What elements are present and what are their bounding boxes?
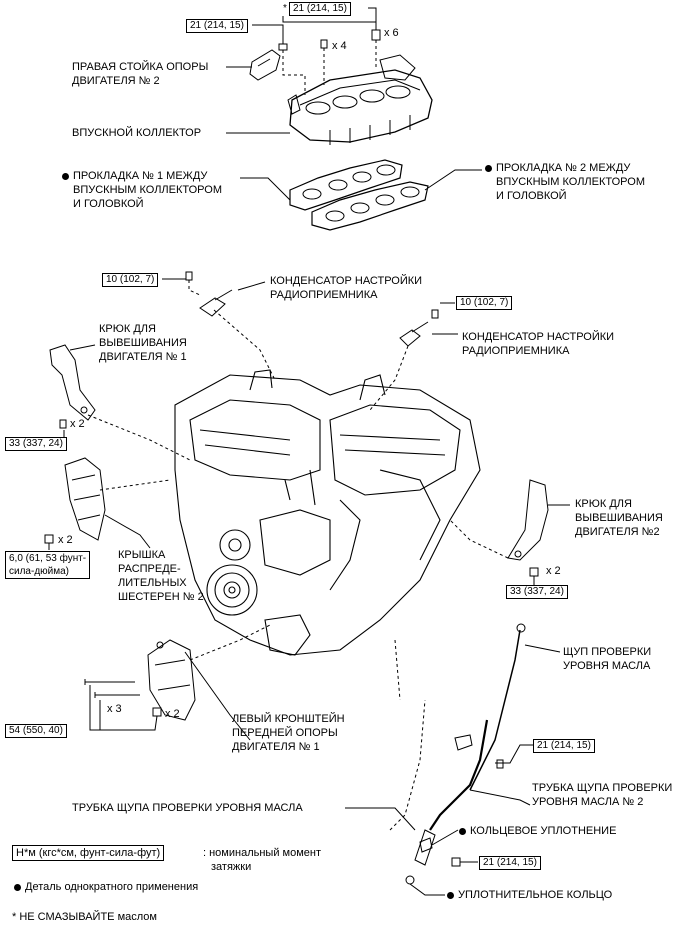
label-dipstick-tube-2-line1: ТРУБКА ЩУПА ПРОВЕРКИ (532, 782, 673, 794)
label-hook-2-line1: КРЮК ДЛЯ (575, 498, 632, 510)
label-timing-cover: КРЫШКА РАСПРЕДЕ- ЛИТЕЛЬНЫХ ШЕСТЕРЕН № 2 (118, 548, 204, 604)
qty-x2-timing: x 2 (58, 534, 73, 546)
label-hook-2: КРЮК ДЛЯ ВЫВЕШИВАНИЯ ДВИГАТЕЛЯ №2 (575, 497, 663, 539)
label-timing-cover-line2: РАСПРЕДЕ- (118, 563, 181, 575)
label-condenser-2-line1: КОНДЕНСАТОР НАСТРОЙКИ (462, 331, 615, 343)
label-hook-1: КРЮК ДЛЯ ВЫВЕШИВАНИЯ ДВИГАТЕЛЯ № 1 (99, 322, 187, 364)
label-gasket-1: ПРОКЛАДКА № 1 МЕЖДУ ВПУСКНЫМ КОЛЛЕКТОРОМ… (73, 169, 222, 211)
label-dipstick-line1: ЩУП ПРОВЕРКИ (563, 646, 652, 658)
hook-2-drawing (507, 479, 549, 561)
torque-spec-top: 21 (214, 15) (289, 2, 351, 16)
torque-spec-condenser-2: 10 (102, 7) (456, 296, 513, 310)
torque-spec-condenser-1: 10 (102, 7) (102, 273, 159, 287)
qty-x2-hook2: x 2 (546, 565, 561, 577)
no-oil-star: * (283, 3, 287, 14)
label-gasket-1-line1: ПРОКЛАДКА № 1 МЕЖДУ (73, 170, 208, 182)
label-gasket-2-line3: И ГОЛОВКОЙ (496, 190, 567, 202)
label-hook-1-line2: ВЫВЕШИВАНИЯ (99, 337, 187, 349)
label-condenser-1-line1: КОНДЕНСАТОР НАСТРОЙКИ (270, 275, 423, 287)
single-use-bullet (447, 892, 454, 899)
label-front-mount-bracket: ЛЕВЫЙ КРОНШТЕЙН ПЕРЕДНЕЙ ОПОРЫ ДВИГАТЕЛЯ… (232, 712, 345, 754)
label-condenser-1: КОНДЕНСАТОР НАСТРОЙКИ РАДИОПРИЕМНИКА (270, 274, 422, 302)
label-right-stay-line1: ПРАВАЯ СТОЙКА ОПОРЫ (72, 61, 209, 73)
label-hook-1-line3: ДВИГАТЕЛЯ № 1 (99, 351, 187, 363)
label-o-ring: КОЛЬЦЕВОЕ УПЛОТНЕНИЕ (470, 825, 617, 837)
label-hook-1-line1: КРЮК ДЛЯ (99, 323, 156, 335)
qty-x6: x 6 (384, 27, 399, 39)
label-dipstick-line2: УРОВНЯ МАСЛА (563, 660, 651, 672)
label-front-mount-bracket-line3: ДВИГАТЕЛЯ № 1 (232, 741, 320, 753)
gasket-2-drawing (311, 181, 429, 231)
torque-spec-bottom: 21 (214, 15) (479, 856, 541, 870)
qty-x2-hook1: x 2 (70, 418, 85, 430)
legend-single-use: Деталь однократного применения (25, 881, 199, 893)
torque-spec-bracket: 54 (550, 40) (5, 724, 67, 738)
qty-x2-bracket: x 2 (165, 708, 180, 720)
intake-manifold-drawing (287, 54, 433, 145)
label-right-stay-line2: ДВИГАТЕЛЯ № 2 (72, 75, 160, 87)
legend-torque-unit-box: Н*м (кгс*см, фунт-сила-фут) (12, 845, 165, 861)
label-timing-cover-line4: ШЕСТЕРЕН № 2 (118, 591, 204, 603)
gasket-1-drawing (289, 159, 403, 211)
torque-spec-hook-2: 33 (337, 24) (506, 585, 568, 599)
front-mount-bracket-drawing (147, 639, 196, 721)
label-intake-manifold: ВПУСКНОЙ КОЛЛЕКТОР (72, 127, 202, 139)
legend-torque-desc-line2: затяжки (211, 861, 252, 873)
right-stay-drawing (249, 49, 281, 81)
label-front-mount-bracket-line2: ПЕРЕДНЕЙ ОПОРЫ (232, 727, 338, 739)
torque-spec-timing-cover-line1: 6,0 (61, 53 фунт- (9, 553, 87, 564)
label-dipstick-tube-2-line2: УРОВНЯ МАСЛА № 2 (532, 796, 644, 808)
torque-spec-hook-1: 33 (337, 24) (5, 437, 67, 451)
label-gasket-2: ПРОКЛАДКА № 2 МЕЖДУ ВПУСКНЫМ КОЛЛЕКТОРОМ… (496, 161, 645, 203)
label-condenser-1-line2: РАДИОПРИЕМНИКА (270, 289, 378, 301)
label-timing-cover-line1: КРЫШКА (118, 549, 166, 561)
label-front-mount-bracket-line1: ЛЕВЫЙ КРОНШТЕЙН (232, 713, 345, 725)
label-hook-2-line3: ДВИГАТЕЛЯ №2 (575, 526, 660, 538)
single-use-bullet (62, 173, 69, 180)
label-seal-ring: УПЛОТНИТЕЛЬНОЕ КОЛЬЦО (458, 889, 613, 901)
legend-torque-desc: : номинальный момент затяжки (203, 846, 321, 874)
label-dipstick-tube-2: ТРУБКА ЩУПА ПРОВЕРКИ УРОВНЯ МАСЛА № 2 (532, 781, 672, 809)
label-dipstick: ЩУП ПРОВЕРКИ УРОВНЯ МАСЛА (563, 645, 651, 673)
label-gasket-1-line3: И ГОЛОВКОЙ (73, 198, 144, 210)
label-condenser-2-line2: РАДИОПРИЕМНИКА (462, 345, 570, 357)
hook-1-drawing (49, 344, 96, 421)
torque-spec-timing-cover: 6,0 (61, 53 фунт- сила-дюйма) (5, 551, 91, 579)
label-hook-2-line2: ВЫВЕШИВАНИЯ (575, 512, 663, 524)
label-condenser-2: КОНДЕНСАТОР НАСТРОЙКИ РАДИОПРИЕМНИКА (462, 330, 614, 358)
label-dipstick-tube: ТРУБКА ЩУПА ПРОВЕРКИ УРОВНЯ МАСЛА (72, 802, 303, 814)
label-gasket-1-line2: ВПУСКНЫМ КОЛЛЕКТОРОМ (73, 184, 222, 196)
legend-no-oil: * НЕ СМАЗЫВАЙТЕ маслом (12, 911, 157, 923)
single-use-bullet (14, 884, 21, 891)
legend-torque-desc-line1: : номинальный момент (203, 847, 322, 859)
label-gasket-2-line2: ВПУСКНЫМ КОЛЛЕКТОРОМ (496, 176, 645, 188)
label-timing-cover-line3: ЛИТЕЛЬНЫХ (118, 577, 187, 589)
dipstick-drawing (469, 623, 526, 791)
single-use-bullet (459, 828, 466, 835)
label-right-stay: ПРАВАЯ СТОЙКА ОПОРЫ ДВИГАТЕЛЯ № 2 (72, 60, 208, 88)
timing-cover-drawing (64, 457, 106, 541)
qty-x4: x 4 (332, 40, 347, 52)
torque-spec-timing-cover-line2: сила-дюйма) (9, 566, 69, 577)
torque-spec-top-left: 21 (214, 15) (186, 19, 248, 33)
torque-spec-tube: 21 (214, 15) (533, 739, 595, 753)
label-gasket-2-line1: ПРОКЛАДКА № 2 МЕЖДУ (496, 162, 631, 174)
qty-x3: x 3 (107, 703, 122, 715)
engine-block-drawing (174, 369, 481, 656)
dipstick-tube-drawing (414, 719, 489, 866)
single-use-bullet (485, 165, 492, 172)
